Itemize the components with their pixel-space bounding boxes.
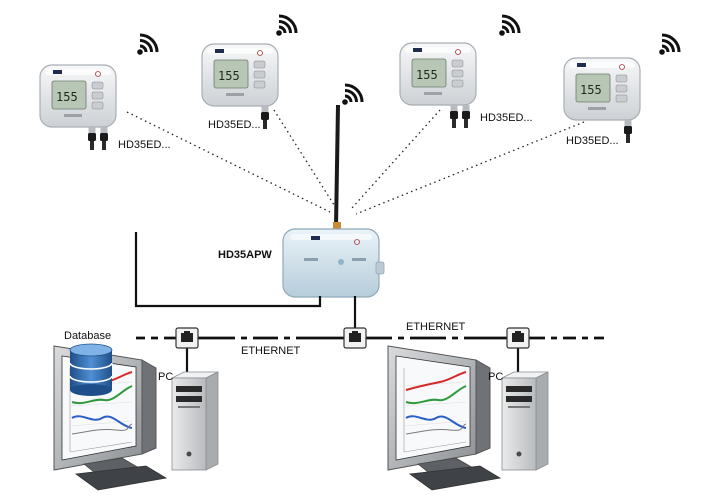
ethernet-gaps <box>145 335 594 341</box>
data-logger-device <box>201 43 279 107</box>
probe-icon <box>100 127 108 150</box>
logger-4: 155 HD35ED... <box>563 33 681 147</box>
wifi-signal-icon <box>135 33 159 57</box>
pc-label: PC <box>158 371 173 383</box>
ethernet-label-right: ETHERNET <box>406 321 466 333</box>
logger-label: HD35ED... <box>208 119 261 131</box>
pc-right: PC <box>387 345 549 491</box>
wifi-signal-icon <box>497 14 521 38</box>
pc-tower-icon <box>501 371 549 471</box>
database-ring <box>69 362 113 370</box>
probe-icon <box>88 127 96 150</box>
logger-3: 155 HD35ED... <box>399 14 533 128</box>
logger-reading: 155 <box>56 90 78 104</box>
signal-indicator <box>354 239 360 245</box>
database-body <box>70 350 112 390</box>
wireless-link-4 <box>355 121 585 215</box>
brand-logo <box>311 236 320 240</box>
ethernet-switch-icon <box>506 327 530 349</box>
wifi-signal-icon <box>340 83 364 107</box>
pc-left: PC Database <box>53 330 219 491</box>
antenna-connector <box>333 222 341 230</box>
monitor-icon <box>387 345 501 491</box>
antenna-icon <box>334 105 340 227</box>
logger-label: HD35ED... <box>566 135 619 147</box>
wifi-signal-icon <box>274 14 298 38</box>
pc-label: PC <box>488 371 503 383</box>
pc-tower-icon <box>171 371 219 471</box>
wifi-signal-icon <box>657 33 681 57</box>
probe-icon <box>261 106 269 129</box>
receiver-highlight <box>290 234 372 240</box>
receiver-port <box>375 261 385 275</box>
data-logger-device <box>39 64 117 128</box>
probe-icon <box>624 120 632 143</box>
wireless-link-2 <box>273 109 337 209</box>
logger-reading: 155 <box>416 68 438 82</box>
wireless-links <box>126 109 585 215</box>
receiver-label: HD35APW <box>218 249 272 261</box>
database-top <box>69 343 113 357</box>
ethernet-switch-icon <box>343 327 367 349</box>
receiver-marking <box>304 258 318 261</box>
probe-icon <box>450 105 458 128</box>
logger-2: 155 HD35ED... <box>201 14 298 131</box>
logger-label: HD35ED... <box>118 139 171 151</box>
ethernet-bus: ETHERNET ETHERNET <box>136 321 604 357</box>
logger-1: 155 HD35ED... <box>39 33 171 151</box>
receiver: HD35APW <box>218 83 385 298</box>
status-led <box>338 259 344 265</box>
data-logger-device <box>399 42 477 106</box>
logger-reading: 155 <box>218 69 240 83</box>
database-base <box>70 384 112 396</box>
ethernet-switch-icon <box>175 327 199 349</box>
data-logger-device <box>563 57 641 121</box>
ethernet-label-left: ETHERNET <box>241 345 301 357</box>
cable-left <box>134 232 322 308</box>
logger-reading: 155 <box>580 83 602 97</box>
database-icon <box>69 343 113 396</box>
receiver-marking <box>352 258 366 261</box>
database-ring <box>69 375 113 383</box>
database-label: Database <box>64 330 111 342</box>
probe-icon <box>462 105 470 128</box>
logger-label: HD35ED... <box>480 112 533 124</box>
wireless-link-3 <box>351 109 441 209</box>
